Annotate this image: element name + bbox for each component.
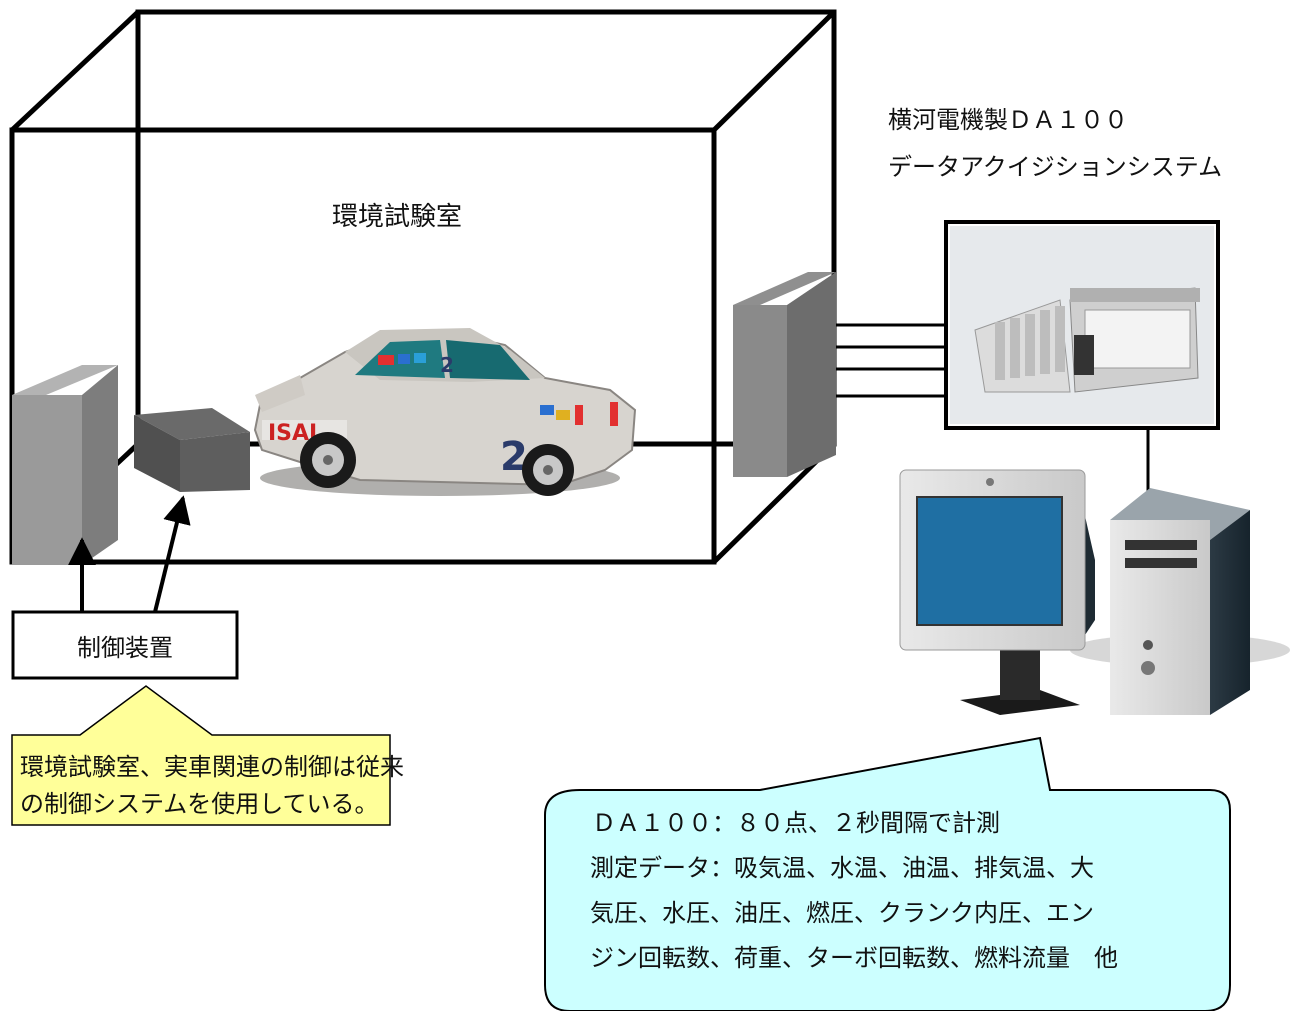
system-title-line1: 横河電機製ＤＡ１００ [888, 106, 1128, 134]
pc-monitor [899, 469, 1095, 715]
da100-photo [944, 220, 1220, 430]
blower-unit [134, 408, 250, 492]
control-device-label: 制御装置 [77, 634, 173, 662]
note-control-line1: 環境試験室、実車関連の制御は従来 [20, 753, 404, 781]
control-device: 制御装置 [11, 610, 239, 680]
note-measure-line3: 気圧、水圧、油圧、燃圧、クランク内圧、エン [590, 899, 1094, 927]
car-wheel-rear [522, 444, 574, 496]
note-measure-line2: 測定データ：吸気温、水温、油温、排気温、大 [590, 854, 1094, 882]
car-roof-number: 2 [440, 353, 454, 377]
pc-tower [1110, 488, 1250, 715]
personal-computer [899, 469, 1290, 715]
system-title-line2: データアクイジションシステム [888, 153, 1222, 181]
control-cabinet [12, 365, 118, 565]
signal-cables [836, 323, 946, 398]
note-measure-line4: ジン回転数、荷重、ターボ回転数、燃料流量 他 [590, 944, 1118, 972]
car-wheel-front [300, 432, 356, 488]
chamber-label: 環境試験室 [332, 202, 462, 232]
note-control-callout [11, 685, 391, 826]
note-measure-line1: ＤＡ１００：８０点、２秒間隔で計測 [592, 809, 1000, 837]
sensor-rack [733, 272, 836, 477]
note-control-line2: の制御システムを使用している。 [20, 790, 379, 818]
race-car: ISAL 2 2 [253, 328, 637, 496]
arrow-to-blower [153, 495, 191, 613]
